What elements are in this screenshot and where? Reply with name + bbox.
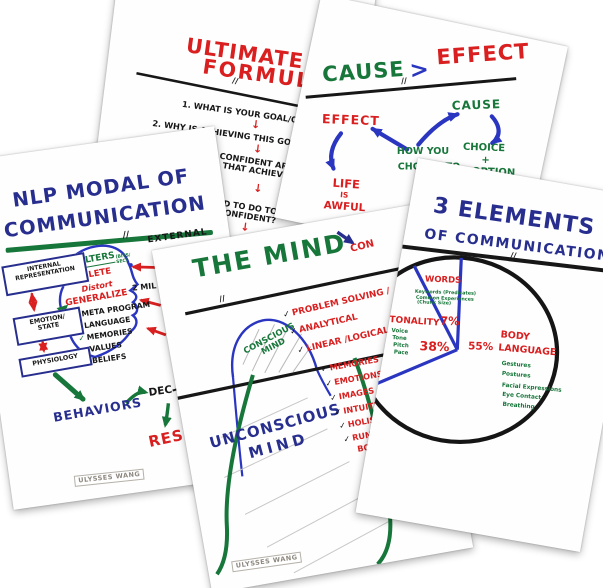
- check-icon: ✓: [77, 333, 86, 344]
- check-icon: ✓: [342, 433, 352, 445]
- nlp-box-internal-representation: INTERNAL REPRESENTATION: [1, 252, 90, 297]
- arrow-effect-to-life-icon: [325, 131, 344, 171]
- nlp-box-emotion-state: EMOTION/ STATE: [12, 306, 85, 346]
- check-icon: ✓: [324, 377, 334, 389]
- red-double-arrow-icon: [38, 340, 49, 354]
- check-icon: ✓: [333, 406, 343, 418]
- author-badge: ULYSSES WANG: [231, 551, 303, 572]
- mind-check-label: IMAGES: [337, 385, 375, 402]
- cause-how-you-line1: HOW YOU: [396, 145, 450, 157]
- author-name: ULYSSES WANG: [77, 469, 141, 485]
- cause-title-gt: >: [408, 56, 430, 84]
- pie-body-label-line1: BODY: [500, 329, 531, 343]
- down-arrow-icon: ↓: [250, 117, 262, 132]
- author-badge: ULYSSES WANG: [73, 468, 145, 487]
- hatch-line-icon: [293, 521, 389, 574]
- hatch-line-icon: [244, 461, 350, 515]
- pie-body-sub5: Breathing: [502, 401, 535, 411]
- nlp-decisions-label: DEC: [147, 383, 173, 399]
- cause-title-cause: CAUSE: [321, 56, 406, 87]
- divider-slashes-icon: //: [218, 293, 226, 304]
- unconscious-left-curve-icon: [215, 374, 255, 576]
- author-name: ULYSSES WANG: [235, 553, 299, 570]
- arrow-cause-to-choice-icon: [489, 114, 503, 146]
- check-icon: ✓: [338, 419, 347, 431]
- check-icon: ✓: [329, 391, 338, 403]
- nlp-box-physiology: PHYSIOLOGY: [18, 346, 93, 378]
- cause-node-cause: CAUSE: [451, 97, 502, 113]
- pie-body-sub2: Postures: [501, 371, 531, 380]
- pie-tonality-sub4: Pace: [393, 349, 409, 357]
- mind-check-label: EMOTIONS: [333, 368, 384, 387]
- nlp-check-label: BELIEFS: [91, 351, 127, 366]
- cause-choice-label: CHOICE: [462, 141, 506, 155]
- cause-plus-label: +: [481, 154, 490, 167]
- pie-body-percent: 55%: [467, 340, 494, 354]
- pie-body-sub4: Eye Contact: [501, 391, 542, 402]
- divider-slashes-icon: //: [400, 76, 408, 86]
- pie-body-label-line2: LANGUAGE: [497, 342, 557, 359]
- check-icon: ✓: [296, 344, 306, 357]
- mind-check-emotions: ✓ EMOTIONS: [324, 368, 384, 389]
- nlp-bits-note: (BITS/ SEC): [115, 252, 142, 266]
- pie-words-label: WORDS: [424, 274, 462, 286]
- cause-title-effect: EFFECT: [435, 38, 531, 70]
- divider-slashes-icon: //: [122, 230, 130, 241]
- green-arrow-to-behaviors-icon: [52, 372, 86, 402]
- cause-life-line1: LIFE: [332, 175, 361, 192]
- pie-tonality-percent: 38%: [419, 338, 450, 355]
- pie-words-sub3: (Chunk Size): [416, 300, 452, 307]
- cause-life-line3: AWFUL: [323, 199, 366, 215]
- nlp-box3-label: PHYSIOLOGY: [31, 351, 79, 368]
- nlp-bits-note-line2: SEC): [115, 258, 129, 266]
- check-icon: ✓: [320, 362, 329, 375]
- down-arrow-icon: ↓: [252, 142, 264, 157]
- red-double-arrow-icon: [28, 292, 38, 313]
- check-icon: ✓: [281, 309, 292, 321]
- nlp-behaviors-label: BEHAVIORS: [52, 394, 144, 425]
- green-arrow-to-results-icon: [161, 403, 172, 428]
- red-input-arrow-icon: [145, 326, 167, 337]
- mind-top-check-label: ANALYTICAL: [298, 312, 359, 336]
- divider-slashes-icon: //: [509, 250, 517, 261]
- nlp-two-mil-label: 2 MIL: [131, 281, 157, 293]
- pie-words-percent: 7%: [439, 313, 460, 329]
- nlp-check-label: MEMORIES: [86, 326, 134, 342]
- down-arrow-icon: ↓: [239, 220, 251, 235]
- arrow-to-cause-icon: [416, 112, 460, 147]
- pie-body-sub1: Gestures: [501, 360, 531, 370]
- divider-slashes-icon: //: [231, 75, 239, 86]
- mind-conscious-label: CONSCIOUS MIND: [239, 320, 304, 366]
- down-arrow-icon: ↓: [252, 181, 264, 196]
- mind-top-check-label: PROBLEM SOLVING /: [291, 286, 391, 319]
- cause-life-line2: IS: [339, 190, 349, 200]
- cause-node-effect: EFFECT: [321, 111, 381, 129]
